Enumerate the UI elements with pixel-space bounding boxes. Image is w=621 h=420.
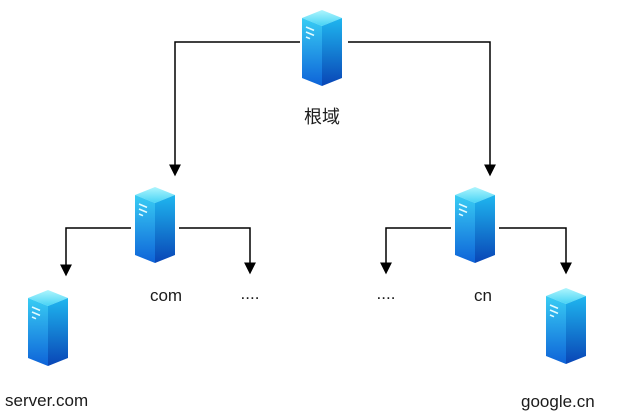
googlecn-server-icon	[542, 286, 590, 366]
edge-root-to-com	[169, 41, 300, 177]
root-label: 根域	[304, 107, 340, 127]
cn-label: cn	[474, 286, 492, 305]
servercom-server-icon	[24, 288, 72, 368]
edge-com-to-servercom	[60, 227, 131, 277]
edge-cn-to-more	[380, 227, 451, 275]
root-server-icon	[298, 8, 346, 88]
servercom-label: server.com	[5, 391, 89, 410]
edge-com-to-more	[179, 227, 256, 275]
com-label: com	[149, 286, 183, 305]
com-server-icon	[131, 185, 179, 265]
edge-cn-to-googlecn	[499, 227, 572, 275]
cn-more-dots-label: ....	[376, 284, 396, 303]
edge-root-to-cn	[348, 41, 496, 177]
cn-server-icon	[451, 185, 499, 265]
googlecn-label: google.cn	[521, 392, 595, 411]
com-more-dots-label: ....	[240, 284, 260, 303]
